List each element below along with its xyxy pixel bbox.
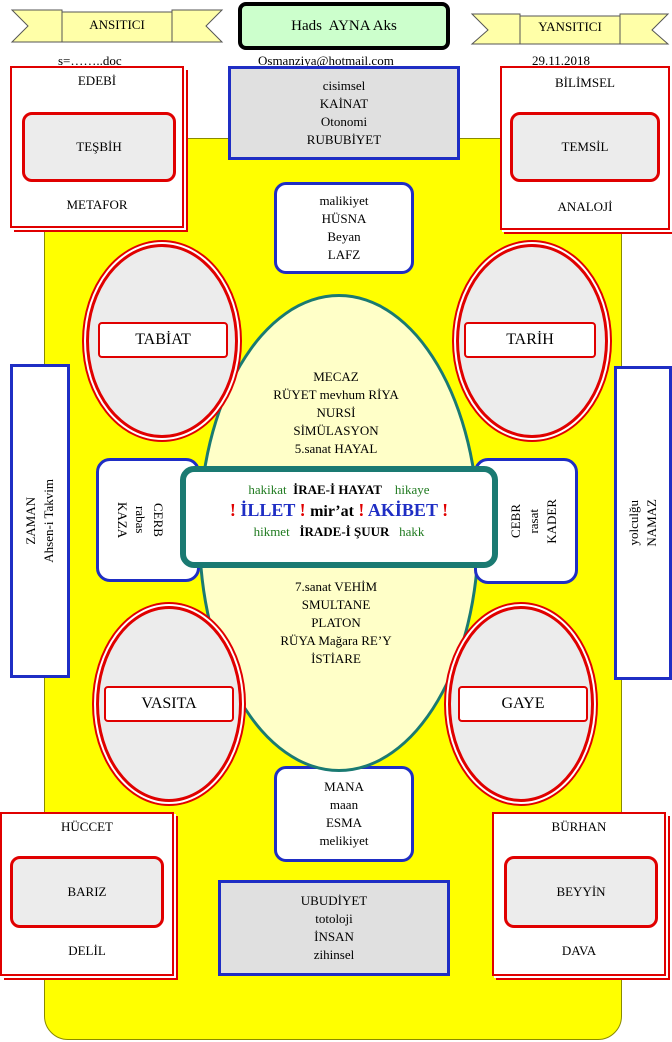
- far-left-box: ZAMAN Ahsen-i Takvim: [10, 364, 70, 678]
- corner-bottom-right-inner: BEYYİN: [504, 856, 658, 928]
- center-row3-middle: İRADE-İ ŞUUR: [299, 524, 390, 539]
- bottom-box-line: zihinsel: [313, 947, 355, 962]
- bottom-box-line: totoloji: [315, 911, 353, 926]
- bang-1: !: [229, 500, 236, 520]
- upper-mid-box-line: LAFZ: [327, 247, 361, 262]
- bang-4: !: [442, 500, 449, 520]
- upper-mid-box-line: malikiyet: [319, 193, 369, 208]
- oval-tarih-text: TARİH: [506, 331, 554, 348]
- oval-gaye-label: GAYE: [458, 686, 588, 722]
- corner-top-right-inner-text: TEMSİL: [561, 139, 609, 154]
- center-lower-line: SMULTANE: [301, 597, 371, 612]
- center-lower-line: İSTİARE: [311, 651, 361, 666]
- far-right-line: yolculğu: [626, 500, 641, 546]
- center-row3-left: hikmet: [253, 524, 290, 539]
- center-box: [180, 466, 498, 568]
- center-upper-line: SİMÜLASYON: [293, 423, 379, 438]
- corner-bottom-right-inner-text: BEYYİN: [556, 884, 606, 899]
- right-side-line: rasat: [526, 508, 541, 534]
- top-box-line: KAİNAT: [319, 96, 369, 111]
- bottom-box-line: UBUDİYET: [300, 893, 368, 908]
- center-row3-right: hakk: [399, 524, 425, 539]
- lower-mid-box-line: melikiyet: [319, 833, 369, 848]
- bang-2: !: [299, 500, 306, 520]
- top-box-line: cisimsel: [322, 78, 366, 93]
- bang-3: !: [358, 500, 365, 520]
- lower-mid-box-line: MANA: [324, 779, 364, 794]
- corner-top-right-bottom: ANALOJİ: [557, 199, 613, 214]
- center-lower-line: 7.sanat VEHİM: [294, 579, 378, 594]
- corner-top-left-inner: TEŞBİH: [22, 112, 176, 182]
- corner-top-left-top: EDEBİ: [77, 73, 117, 88]
- oval-tabiat-label: TABİAT: [98, 322, 228, 358]
- left-side-line: KAZA: [115, 501, 130, 539]
- lower-mid-box: MANA maan ESMA melikiyet: [274, 766, 414, 862]
- center-upper-line: 5.sanat HAYAL: [294, 441, 378, 456]
- center-lower-text: 7.sanat VEHİM SMULTANE PLATON RÜYA Mağar…: [232, 578, 440, 668]
- corner-bottom-left-top: HÜCCET: [61, 819, 113, 834]
- oval-vasita-label: VASITA: [104, 686, 234, 722]
- center-upper-text: MECAZ RÜYET mevhum RİYA NURSİ SİMÜLASYON…: [232, 368, 440, 458]
- center-row1-left: hakikat: [248, 482, 287, 497]
- lower-mid-box-line: ESMA: [325, 815, 363, 830]
- oval-tarih-label: TARİH: [464, 322, 596, 358]
- corner-bottom-right-top: BÜRHAN: [551, 819, 607, 834]
- center-row2-left: İLLET: [240, 500, 296, 520]
- date-text: 29.11.2018: [532, 53, 591, 68]
- corner-bottom-right-bottom: DAVA: [561, 943, 597, 958]
- center-upper-line: RÜYET mevhum RİYA: [273, 387, 399, 402]
- corner-bottom-left-inner: BARIZ: [10, 856, 164, 928]
- center-row2-middle: mir’at: [310, 503, 354, 520]
- corner-bottom-left-bottom: DELİL: [68, 943, 106, 958]
- page-title: Hads AYNA Aks: [238, 2, 450, 50]
- center-upper-line: NURSİ: [316, 405, 356, 420]
- left-banner-label: ANSITICI: [89, 17, 145, 32]
- bottom-box: UBUDİYET totoloji İNSAN zihinsel: [218, 880, 450, 976]
- lower-mid-box-line: maan: [329, 797, 359, 812]
- center-box-row3: hikmet İRADE-İ ŞUUR hakk: [186, 524, 492, 540]
- left-banner: [10, 9, 224, 43]
- corner-top-right-top: BİLİMSEL: [555, 75, 615, 90]
- left-side-line: CERB: [151, 503, 166, 537]
- upper-mid-box-line: Beyan: [327, 229, 361, 244]
- email-text: Osmanziya@hotmail.com: [258, 53, 394, 68]
- far-right-box: yolculğu NAMAZ: [614, 366, 672, 680]
- right-side-line: CEBR: [508, 504, 523, 538]
- far-left-line: Ahsen-i Takvim: [41, 479, 56, 563]
- corner-top-right-inner: TEMSİL: [510, 112, 660, 182]
- top-box-line: Otonomi: [320, 114, 368, 129]
- top-box-line: RUBUBİYET: [306, 132, 382, 147]
- filename-text: s=……..doc: [58, 53, 122, 68]
- oval-tabiat-text: TABİAT: [135, 331, 191, 348]
- oval-gaye-text: GAYE: [501, 695, 545, 712]
- upper-mid-box-line: HÜSNA: [321, 211, 367, 226]
- left-side-line: rabas: [133, 506, 148, 534]
- upper-mid-box: malikiyet HÜSNA Beyan LAFZ: [274, 182, 414, 274]
- bottom-box-line: İNSAN: [314, 929, 354, 944]
- far-left-line: ZAMAN: [23, 497, 38, 545]
- right-side-line: KADER: [544, 498, 559, 544]
- right-banner: [470, 13, 670, 45]
- center-box-row1: hakikat İRAE-İ HAYAT hikaye: [186, 482, 492, 498]
- far-right-line: NAMAZ: [644, 499, 659, 547]
- center-upper-line: MECAZ: [313, 369, 359, 384]
- right-banner-label: YANSITICI: [538, 19, 602, 34]
- corner-bottom-left-inner-text: BARIZ: [67, 884, 107, 899]
- oval-vasita-text: VASITA: [141, 695, 197, 712]
- center-box-row2: ! İLLET ! mir’at ! AKİBET !: [186, 500, 492, 521]
- center-row1-middle: İRAE-İ HAYAT: [293, 482, 382, 497]
- center-row2-right: AKİBET: [367, 500, 438, 520]
- top-box: cisimsel KAİNAT Otonomi RUBUBİYET: [228, 66, 460, 160]
- corner-top-left-bottom: METAFOR: [66, 197, 128, 212]
- center-row1-right: hikaye: [394, 482, 430, 497]
- center-lower-line: PLATON: [311, 615, 361, 630]
- page-title-text: Hads AYNA Aks: [291, 17, 397, 34]
- corner-top-left-inner-text: TEŞBİH: [76, 139, 122, 154]
- center-lower-line: RÜYA Mağara RE’Y: [280, 633, 392, 648]
